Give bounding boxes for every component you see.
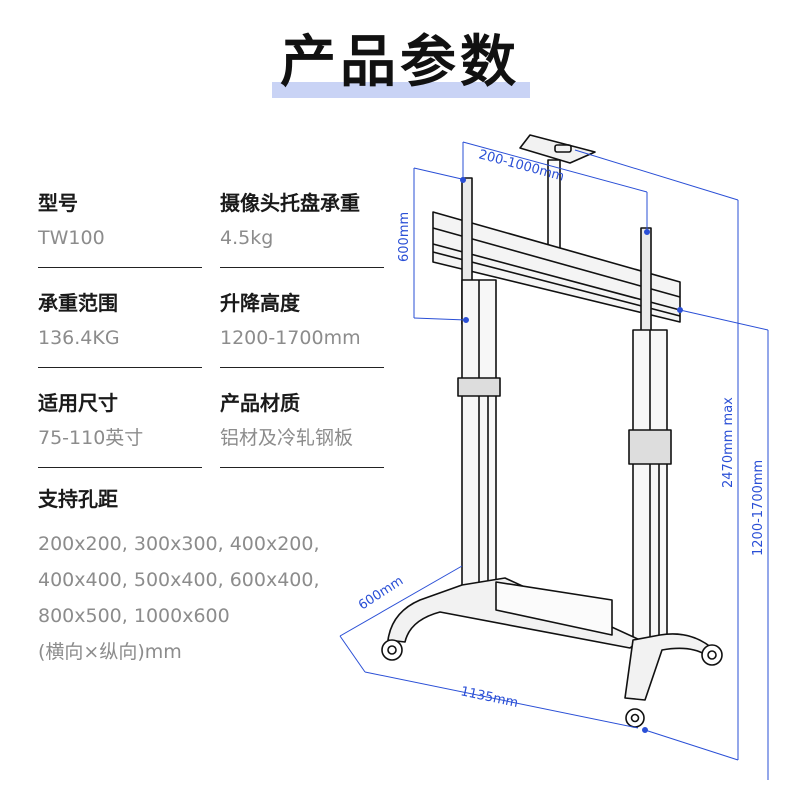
spec-camera-tray-load: 摄像头托盘承重 4.5kg	[220, 190, 390, 268]
spec-value: TW100	[38, 227, 105, 249]
spec-value: 136.4KG	[38, 327, 120, 349]
tv-stand-drawing	[381, 134, 723, 728]
spec-label: 型号	[38, 191, 78, 215]
divider	[38, 267, 202, 268]
hole-spacing-line: 400x400, 500x400, 600x400,	[38, 569, 320, 591]
spec-model: 型号 TW100	[38, 190, 208, 268]
spec-label: 承重范围	[38, 291, 118, 315]
hole-spacing-line: (横向×纵向)mm	[38, 641, 182, 663]
spec-screen-size: 适用尺寸 75-110英寸	[38, 390, 208, 468]
spec-material: 产品材质 铝材及冷轧钢板	[220, 390, 390, 468]
title-area: 产品参数	[0, 28, 800, 108]
spec-label: 摄像头托盘承重	[220, 191, 360, 215]
spec-value: 75-110英寸	[38, 427, 144, 449]
hole-spacing-line: 800x500, 1000x600	[38, 605, 230, 627]
spec-value: 4.5kg	[220, 227, 274, 249]
dim-base-depth: 600mm	[356, 573, 406, 613]
divider	[220, 267, 384, 268]
title-highlight-bar	[272, 82, 530, 98]
divider	[38, 467, 202, 468]
dimension-lines	[339, 141, 769, 780]
spec-lift-height: 升降高度 1200-1700mm	[220, 290, 390, 368]
spec-label: 适用尺寸	[38, 391, 118, 415]
dim-lift-range: 1200-1700mm	[751, 460, 766, 556]
spec-label: 产品材质	[220, 391, 300, 415]
page-title: 产品参数	[280, 30, 520, 95]
hole-spacing-line: 200x200, 300x300, 400x200,	[38, 533, 320, 555]
spec-label: 支持孔距	[38, 487, 118, 511]
spec-value: 1200-1700mm	[220, 327, 361, 349]
spec-label: 升降高度	[220, 291, 300, 315]
divider	[220, 467, 384, 468]
dim-mount-height: 600mm	[397, 212, 412, 262]
dim-base-width: 1135mm	[459, 684, 519, 711]
divider	[220, 367, 384, 368]
divider	[38, 367, 202, 368]
dim-max-height: 2470mm max	[721, 397, 736, 488]
spec-load-range: 承重范围 136.4KG	[38, 290, 208, 368]
vesa-hole-spacing: 支持孔距 200x200, 300x300, 400x200, 400x400,…	[38, 486, 378, 670]
spec-value: 铝材及冷轧钢板	[220, 427, 354, 449]
